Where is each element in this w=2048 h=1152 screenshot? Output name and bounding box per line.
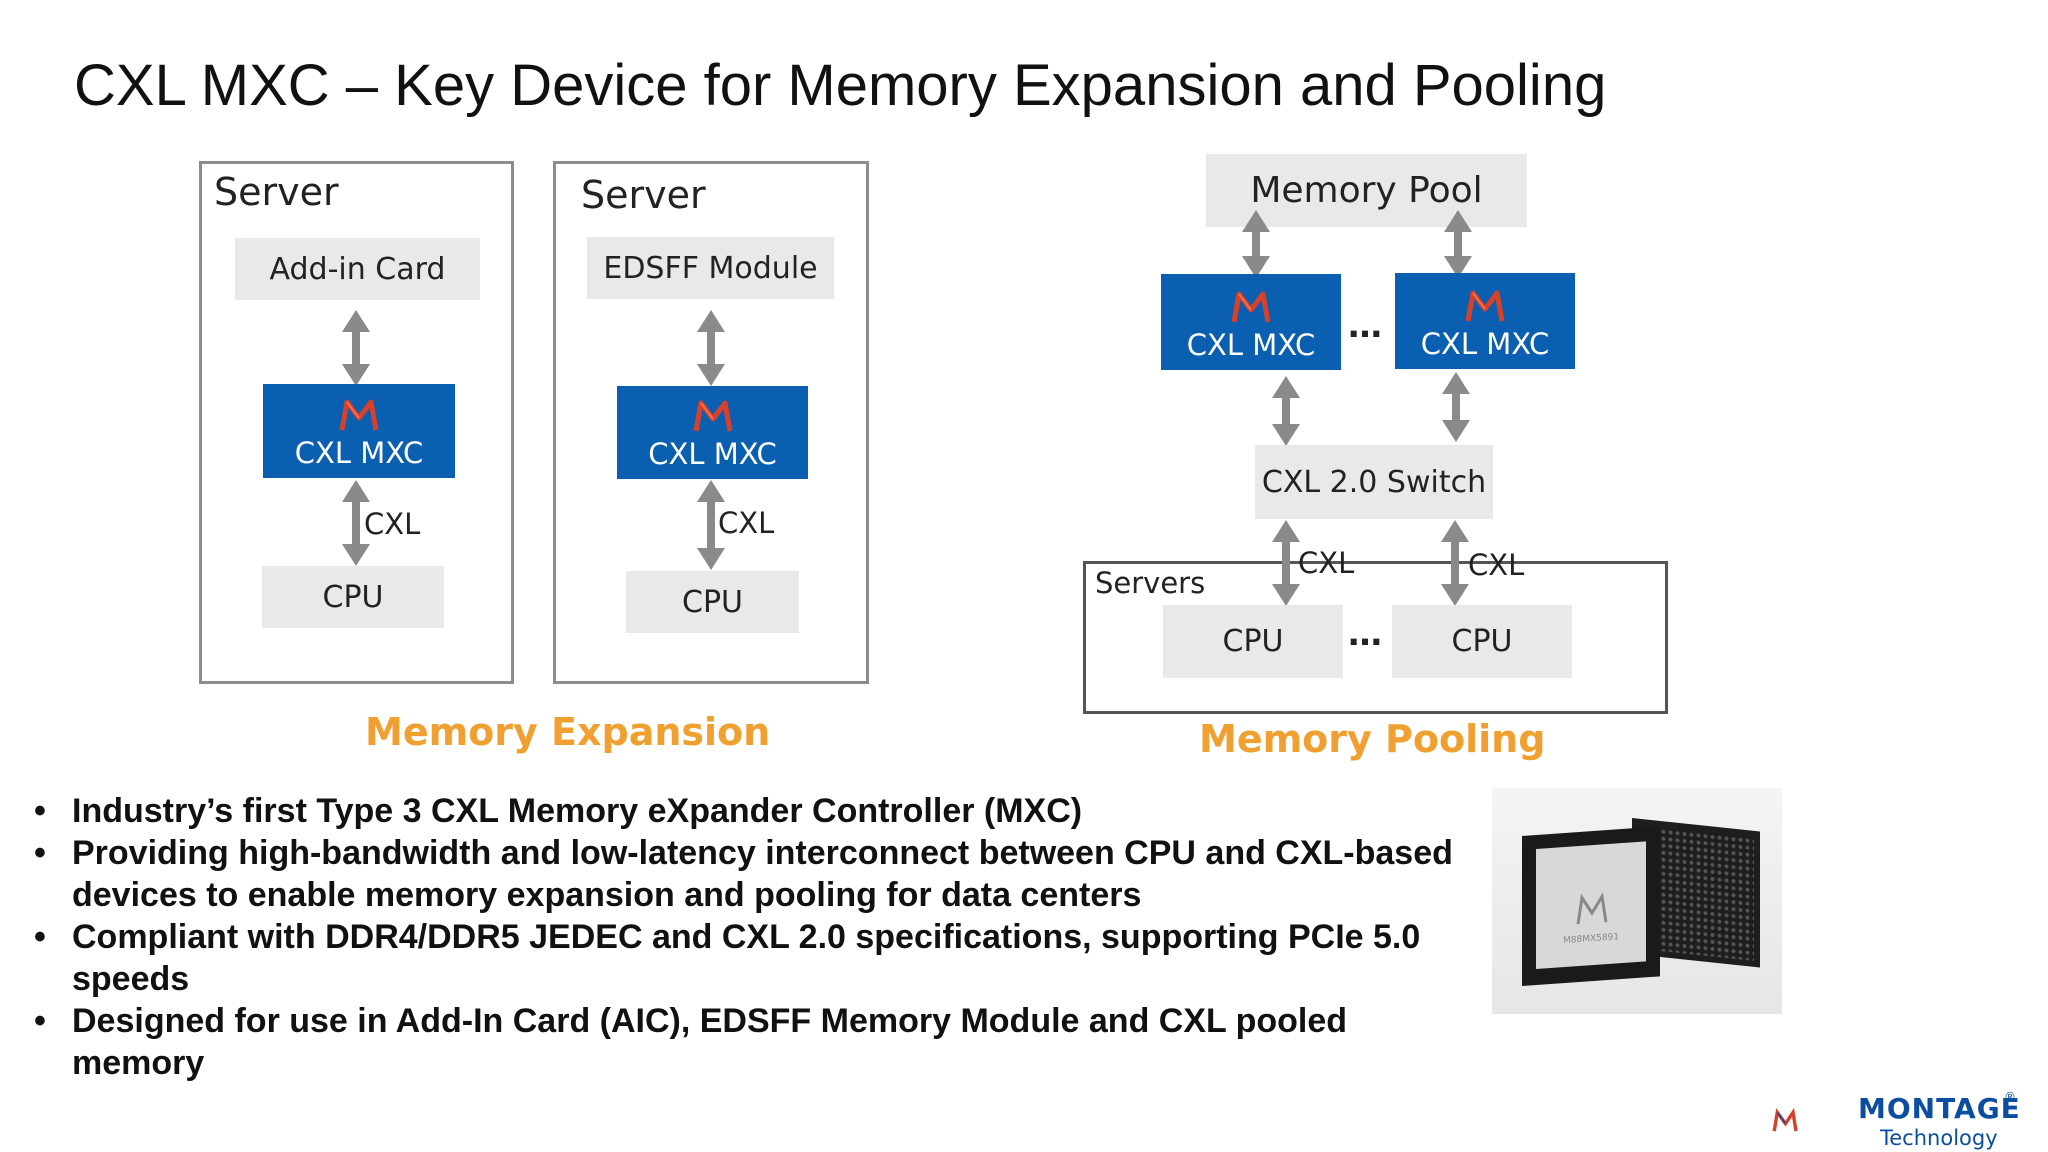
cpu-box-pool-right: CPU: [1392, 605, 1572, 678]
cpu-box-1: CPU: [262, 566, 444, 628]
chip-label: CXL MXC: [294, 436, 424, 470]
memory-pool-box: Memory Pool: [1206, 154, 1527, 227]
server-label-1: Server: [214, 170, 339, 214]
list-item: •Industry’s first Type 3 CXL Memory eXpa…: [34, 792, 1083, 830]
montage-m-logo-icon: [1231, 290, 1271, 324]
server-label-2: Server: [581, 173, 706, 217]
montage-m-logo-icon: [1465, 289, 1505, 323]
double-arrow-icon: [697, 310, 725, 386]
double-arrow-icon: [1444, 210, 1472, 278]
registered-mark: ®: [2004, 1090, 2016, 1104]
cpu-box-pool-left: CPU: [1163, 605, 1343, 678]
cxl-link-label-1: CXL: [364, 507, 421, 541]
double-arrow-icon: [342, 480, 370, 566]
montage-logo: [1772, 1107, 1798, 1132]
logo-name: MONTAGE: [1858, 1092, 2021, 1125]
double-arrow-icon: [697, 480, 725, 570]
double-arrow-icon: [1272, 376, 1300, 446]
cxl-link-label-pool-left: CXL: [1298, 546, 1355, 580]
double-arrow-icon: [1272, 520, 1300, 606]
cxl-link-label-2: CXL: [718, 506, 775, 540]
montage-m-logo-icon: [339, 398, 379, 432]
memory-expansion-caption: Memory Expansion: [365, 710, 771, 754]
montage-m-logo-icon: [693, 399, 733, 433]
edsff-module-box: EDSFF Module: [587, 237, 834, 299]
double-arrow-icon: [1442, 372, 1470, 442]
servers-label: Servers: [1095, 566, 1206, 600]
page-title: CXL MXC – Key Device for Memory Expansio…: [74, 53, 1607, 118]
cxl-mxc-chip-pool-left: CXL MXC: [1161, 274, 1341, 370]
list-item: •Designed for use in Add-In Card (AIC), …: [34, 1002, 1348, 1082]
list-item: •Compliant with DDR4/DDR5 JEDEC and CXL …: [34, 918, 1421, 998]
svg-text:M88MX5891: M88MX5891: [1563, 932, 1619, 946]
add-in-card-box: Add-in Card: [235, 238, 480, 300]
memory-pooling-caption: Memory Pooling: [1199, 717, 1546, 761]
cxl-mxc-chip-2: CXL MXC: [617, 386, 808, 479]
chip-label: CXL MXC: [648, 437, 777, 471]
chip-label: CXL MXC: [1420, 327, 1550, 361]
feature-list: •Industry’s first Type 3 CXL Memory eXpa…: [30, 790, 1470, 1084]
cxl-mxc-chip-1: CXL MXC: [263, 384, 455, 478]
chip-illustration: M88MX5891: [1522, 818, 1760, 986]
ellipsis-cpus: …: [1348, 614, 1382, 654]
cxl-link-label-pool-right: CXL: [1468, 548, 1525, 582]
cpu-box-2: CPU: [626, 571, 799, 633]
ellipsis-chips: …: [1348, 306, 1382, 346]
double-arrow-icon: [342, 310, 370, 386]
cxl-mxc-chip-pool-right: CXL MXC: [1395, 273, 1575, 369]
list-item: •Providing high-bandwidth and low-latenc…: [34, 834, 1453, 914]
chip-label: CXL MXC: [1186, 328, 1316, 362]
cxl-switch-box: CXL 2.0 Switch: [1255, 445, 1493, 519]
double-arrow-icon: [1441, 520, 1469, 606]
double-arrow-icon: [1242, 210, 1270, 278]
chip-photo: M88MX5891: [1492, 788, 1782, 1014]
logo-sub: Technology: [1880, 1126, 1998, 1150]
